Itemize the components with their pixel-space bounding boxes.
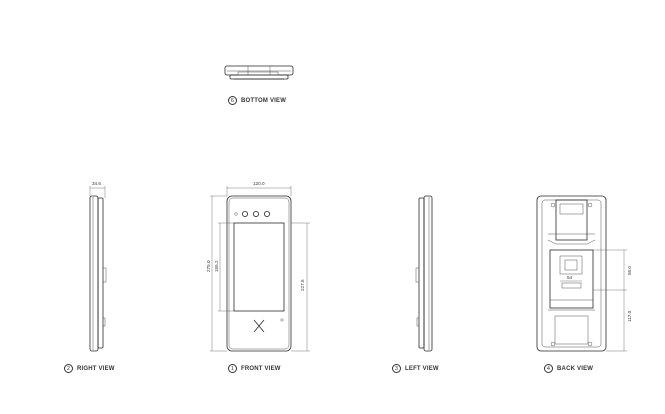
depth-dimension: 34.6 bbox=[92, 181, 101, 186]
front-view-drawing: 120.0 275.0 155.2 227.5 bbox=[206, 181, 310, 352]
bottom-view-label: 6 BOTTOM VIEW bbox=[228, 96, 286, 105]
view-title: BOTTOM VIEW bbox=[241, 97, 287, 104]
side-height-dimension: 227.5 bbox=[300, 279, 305, 291]
back-view-drawing: 54 55.0 117.0 bbox=[536, 195, 632, 352]
right-view-label: 2 RIGHT VIEW bbox=[64, 364, 115, 373]
back-view-label: 4 BACK VIEW bbox=[544, 364, 593, 373]
right-view-drawing: 34.6 bbox=[89, 181, 107, 352]
view-number-badge: 6 bbox=[228, 96, 237, 105]
back-lower-dimension: 117.0 bbox=[627, 310, 632, 322]
bottom-view-drawing bbox=[224, 65, 294, 80]
view-number-badge: 4 bbox=[544, 364, 553, 373]
width-dimension: 120.0 bbox=[253, 181, 265, 186]
view-title: RIGHT VIEW bbox=[77, 365, 115, 372]
height-total-dimension: 275.0 bbox=[206, 260, 211, 272]
view-title: LEFT VIEW bbox=[405, 365, 439, 372]
view-number-badge: 3 bbox=[392, 364, 401, 373]
view-number-badge: 1 bbox=[228, 364, 237, 373]
left-view-label: 3 LEFT VIEW bbox=[392, 364, 439, 373]
back-bracket-width-dimension: 54 bbox=[567, 275, 573, 280]
view-number-badge: 2 bbox=[64, 364, 73, 373]
view-title: FRONT VIEW bbox=[241, 365, 281, 372]
view-title: BACK VIEW bbox=[557, 365, 594, 372]
front-view-label: 1 FRONT VIEW bbox=[228, 364, 281, 373]
screen-height-dimension: 155.2 bbox=[214, 260, 219, 272]
left-view-drawing bbox=[415, 195, 433, 352]
back-bracket-dimension: 55.0 bbox=[627, 266, 632, 275]
